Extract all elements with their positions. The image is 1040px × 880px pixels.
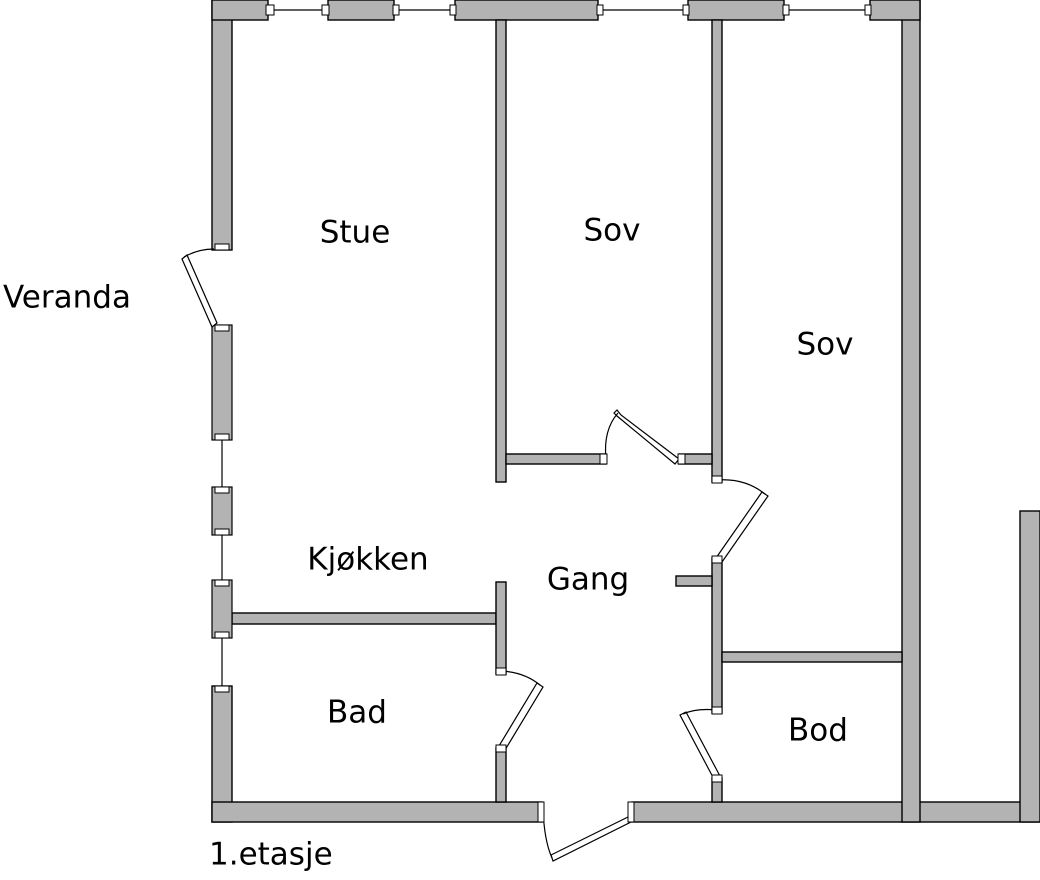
- window-cap: [214, 579, 230, 587]
- window-cap: [449, 4, 457, 16]
- label-floor: 1.etasje: [209, 837, 333, 873]
- window-cap: [214, 433, 230, 441]
- door-cap: [677, 453, 686, 465]
- bad-east-wall-lower: [495, 747, 507, 803]
- sov2-door-swing: [716, 479, 766, 495]
- north-wall-pier-2: [454, 0, 599, 21]
- label-sov-1: Sov: [584, 213, 641, 249]
- door-cap: [537, 801, 545, 823]
- entrance-door-leaf: [550, 816, 632, 862]
- north-wall-pier-3: [687, 0, 785, 21]
- sov2-door-leaf: [715, 491, 769, 563]
- inner-walls: [231, 19, 903, 803]
- sov1-door-leaf: [613, 409, 680, 465]
- veranda-door-swing: [183, 248, 215, 258]
- door-cap: [495, 667, 507, 676]
- window-cap: [321, 4, 330, 16]
- south-wall-west: [211, 801, 543, 823]
- windows: [211, 4, 872, 693]
- north-wall-pier-small: [327, 0, 395, 21]
- label-bod: Bod: [788, 713, 848, 749]
- label-veranda: Veranda: [3, 280, 131, 316]
- label-gang: Gang: [547, 562, 629, 598]
- window-cap: [392, 4, 400, 16]
- wall-sov-sov: [711, 19, 723, 483]
- window-cap: [214, 486, 230, 494]
- label-kjokken: Kjøkken: [307, 542, 428, 578]
- window-cap: [596, 4, 604, 16]
- gang-stub-wall: [675, 575, 713, 587]
- window-cap: [864, 4, 872, 16]
- gang-east-wall: [711, 557, 723, 714]
- north-wall-pier-1: [211, 0, 269, 21]
- door-cap: [711, 706, 723, 715]
- door-cap: [599, 453, 608, 465]
- bad-door-leaf: [498, 682, 544, 751]
- west-window-pier-1: [211, 324, 233, 441]
- window-cap: [782, 4, 790, 16]
- window-cap: [214, 324, 230, 332]
- wall-kjokken-bad: [231, 612, 497, 625]
- window-cap: [214, 631, 230, 639]
- door-cap: [495, 744, 507, 753]
- balcony-wall: [1019, 510, 1040, 823]
- door-cap: [711, 555, 723, 564]
- bad-east-wall-upper: [495, 581, 507, 675]
- east-wall: [901, 0, 921, 823]
- sov1-south-wall-left: [505, 453, 607, 465]
- doors: [181, 248, 769, 862]
- west-wall-upper: [211, 0, 233, 251]
- label-bad: Bad: [327, 695, 387, 731]
- window-cap: [265, 4, 275, 16]
- south-wall-east: [631, 801, 1040, 823]
- window-cap: [214, 528, 230, 536]
- west-window-pier-3: [211, 579, 233, 639]
- room-labels: Stue Sov Sov Kjøkken Gang Bad Bod Verand…: [3, 213, 854, 873]
- veranda-door-leaf: [181, 254, 218, 328]
- label-stue: Stue: [320, 215, 391, 251]
- bad-door-swing: [500, 670, 541, 686]
- west-window-pier-2: [211, 486, 233, 536]
- window-cap: [682, 4, 690, 16]
- door-cap: [711, 475, 723, 484]
- door-cap: [711, 774, 723, 783]
- north-wall-pier-4: [869, 0, 921, 21]
- sov1-door-swing: [604, 412, 619, 460]
- label-sov-2: Sov: [797, 327, 854, 363]
- outer-walls: [211, 0, 1040, 823]
- window-cap: [214, 685, 230, 693]
- wall-sov-bod: [721, 651, 903, 663]
- bod-door-leaf: [679, 711, 722, 782]
- window-cap: [214, 243, 230, 251]
- door-cap: [627, 801, 635, 823]
- wall-stue-sov: [495, 19, 507, 483]
